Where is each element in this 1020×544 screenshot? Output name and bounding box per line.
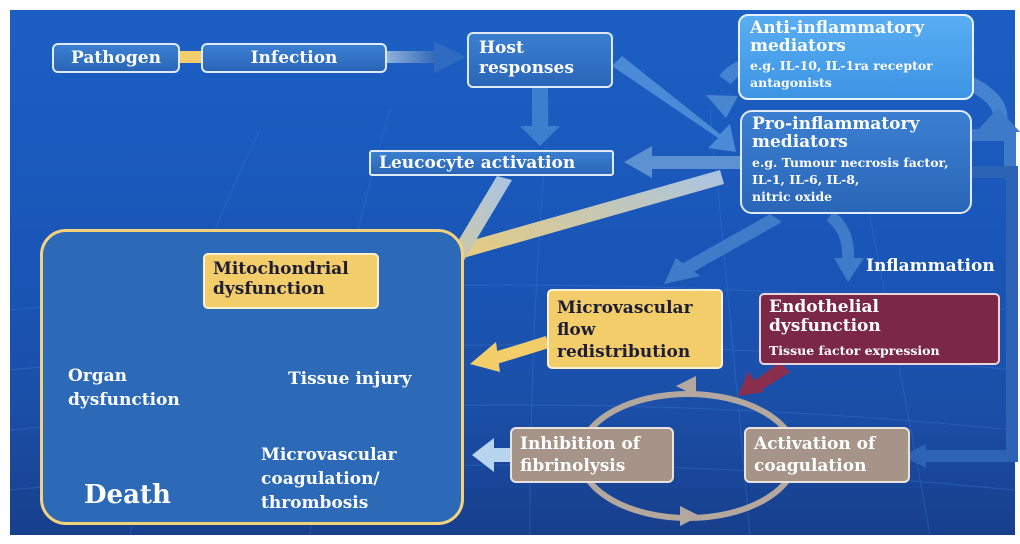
death-label: Death: [84, 480, 171, 510]
mitochondrial-dysfunction-box: Mitochondrial dysfunction: [203, 253, 379, 309]
organ-dysfunction-label: Organ dysfunction: [68, 364, 180, 412]
leucocyte-activation-label: Leucocyte activation: [379, 153, 576, 173]
infection-label: Infection: [250, 48, 338, 68]
infection-box: Infection: [201, 43, 387, 73]
microvascular-flow-line-2: flow: [557, 320, 596, 340]
leucocyte-activation-box: Leucocyte activation: [369, 150, 614, 176]
mitochondrial-line-2: dysfunction: [213, 279, 325, 299]
endothelial-title-2: dysfunction: [769, 316, 881, 336]
inhibition-line-2: fibrinolysis: [520, 456, 626, 476]
pro-inflammatory-detail-1: e.g. Tumour necrosis factor,: [752, 155, 949, 170]
pro-inflammatory-title-1: Pro-inflammatory: [752, 114, 920, 134]
activation-coagulation-box: Activation of coagulation: [744, 427, 910, 483]
inflammation-label: Inflammation: [866, 256, 995, 276]
endothelial-dysfunction-box: Endothelial dysfunction Tissue factor ex…: [759, 293, 1000, 365]
pro-inflammatory-title-2: mediators: [752, 132, 848, 152]
microvascular-flow-line-3: redistribution: [557, 342, 691, 362]
host-responses-box: Host responses: [467, 32, 613, 88]
endothelial-detail: Tissue factor expression: [769, 343, 940, 358]
host-responses-line-1: Host: [479, 38, 524, 58]
anti-inflammatory-detail-2: antagonists: [750, 75, 832, 90]
microvascular-coagulation-line-1: Microvascular: [261, 445, 397, 465]
anti-inflammatory-box: Anti-inflammatory mediators e.g. IL-10, …: [738, 14, 974, 100]
mitochondrial-line-1: Mitochondrial: [213, 259, 349, 279]
microvascular-flow-line-1: Microvascular: [557, 298, 693, 318]
anti-inflammatory-detail-1: e.g. IL-10, IL-1ra receptor: [750, 58, 933, 73]
anti-inflammatory-title-1: Anti-inflammatory: [750, 18, 925, 38]
pro-inflammatory-detail-3: nitric oxide: [752, 189, 833, 204]
pathogen-box: Pathogen: [52, 43, 180, 73]
microvascular-flow-box: Microvascular flow redistribution: [547, 289, 723, 369]
endothelial-title-1: Endothelial: [769, 297, 879, 317]
inhibition-line-1: Inhibition of: [520, 434, 641, 454]
microvascular-coagulation-label: Microvascular coagulation/ thrombosis: [261, 443, 397, 515]
activation-line-2: coagulation: [754, 456, 867, 476]
pro-inflammatory-detail-2: IL-1, IL-6, IL-8,: [752, 172, 860, 187]
host-responses-line-2: responses: [479, 58, 574, 78]
microvascular-coagulation-line-3: thrombosis: [261, 493, 369, 513]
microvascular-coagulation-line-2: coagulation/: [261, 469, 380, 489]
tissue-injury-label: Tissue injury: [288, 369, 412, 389]
organ-dysfunction-line-1: Organ: [68, 366, 128, 386]
activation-line-1: Activation of: [754, 434, 876, 454]
inhibition-fibrinolysis-box: Inhibition of fibrinolysis: [510, 427, 674, 483]
organ-dysfunction-line-2: dysfunction: [68, 390, 180, 410]
pro-inflammatory-box: Pro-inflammatory mediators e.g. Tumour n…: [740, 110, 972, 214]
pathogen-label: Pathogen: [71, 48, 161, 68]
anti-inflammatory-title-2: mediators: [750, 36, 846, 56]
